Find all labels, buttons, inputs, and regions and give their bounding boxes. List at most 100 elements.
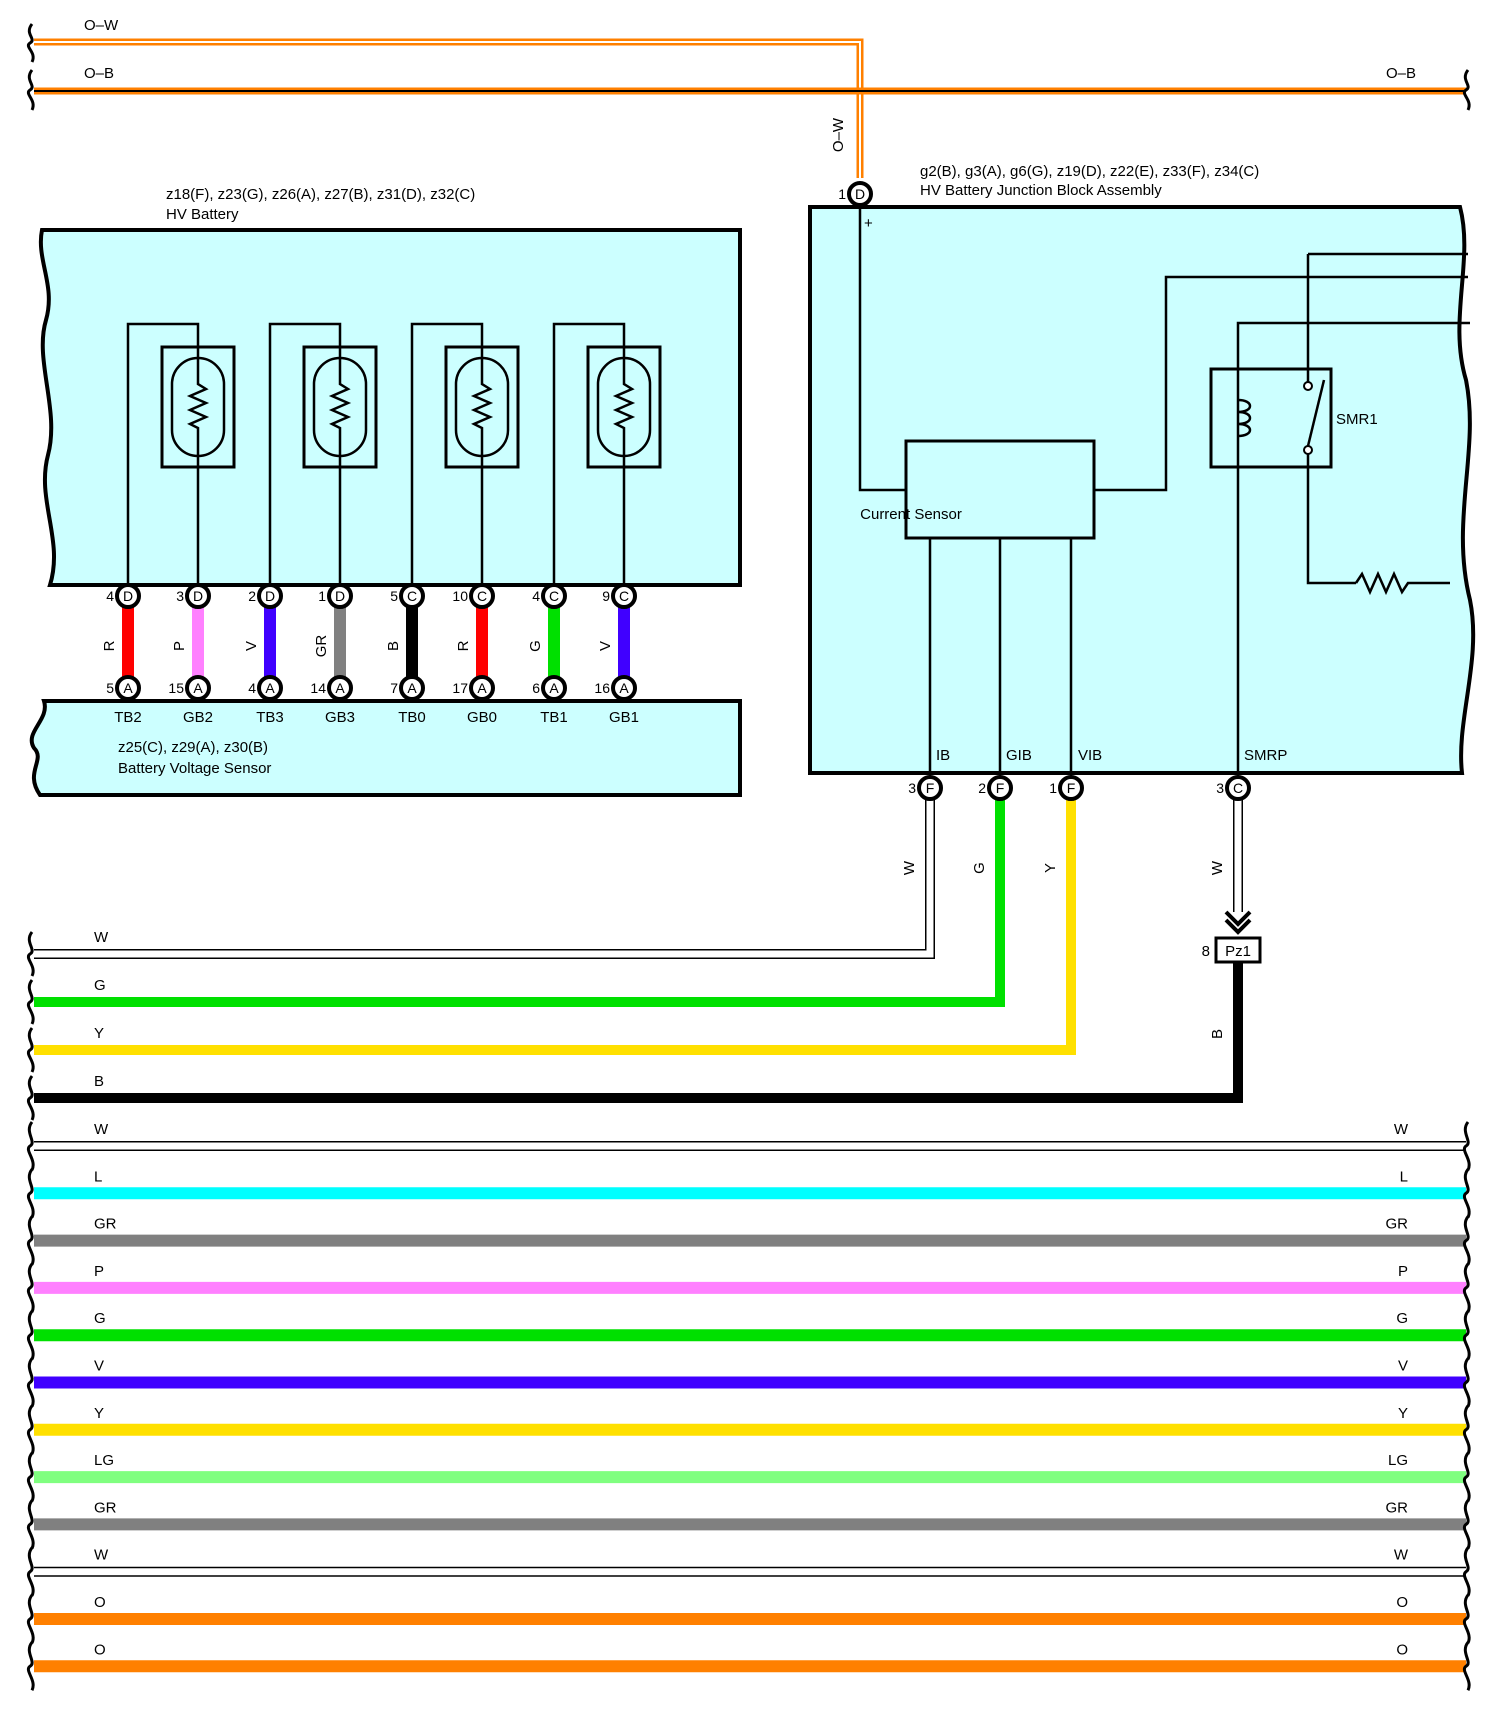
voltage-sensor-terminal: GB1 bbox=[609, 709, 639, 726]
wire-break-left bbox=[26, 1310, 35, 1360]
jb-terminal-label: IB bbox=[936, 747, 950, 764]
jb-output-pin-letter: C bbox=[1233, 780, 1243, 796]
voltage-sensor-pin-number: 4 bbox=[248, 680, 256, 696]
sensor-link-color-code: P bbox=[171, 641, 188, 651]
wire-break-left bbox=[26, 23, 35, 63]
voltage-sensor-pin-letter: A bbox=[265, 680, 275, 696]
hv-battery-pin-number: 4 bbox=[532, 588, 540, 604]
voltage-sensor-pin-ring bbox=[185, 675, 211, 701]
hv-battery-pin-letter: D bbox=[335, 588, 345, 604]
resistor-zigzag-icon bbox=[1354, 570, 1450, 596]
jb-terminal-label: SMRP bbox=[1244, 747, 1287, 764]
bus-wire-y bbox=[34, 800, 1076, 1055]
hv-battery-pin-ring bbox=[185, 583, 211, 609]
hv-battery-pin-ring bbox=[611, 583, 637, 609]
voltage-sensor-terminal: GB3 bbox=[325, 709, 355, 726]
voltage-sensor-pin-number: 17 bbox=[452, 680, 468, 696]
resistor-zigzag-icon bbox=[612, 347, 636, 467]
sensor-link-color-code: G bbox=[527, 640, 544, 652]
jb-bus-line bbox=[1094, 275, 1468, 492]
plus-sign: + bbox=[864, 215, 873, 232]
sensor-link-color-code: R bbox=[101, 640, 118, 651]
hv-battery-pin-number: 1 bbox=[318, 588, 326, 604]
full-wire-label-left: W bbox=[94, 1547, 109, 1564]
full-wire-label-right: W bbox=[1394, 1121, 1409, 1138]
hv-battery-pin-number: 5 bbox=[390, 588, 398, 604]
hv-battery-pin-number: 2 bbox=[248, 588, 256, 604]
wire-break-left bbox=[26, 1262, 35, 1313]
current-sensor-label: Current Sensor bbox=[860, 506, 962, 523]
sensor-link-wires: RD4A5TB2PD3A15GB2VD2A4TB3GRD1A14GB3BC5A7… bbox=[101, 583, 639, 726]
smr1-relay-box bbox=[1209, 367, 1333, 469]
voltage-sensor-terminal: TB1 bbox=[540, 709, 568, 726]
wire-break-right bbox=[1462, 1452, 1471, 1502]
wire-break-left bbox=[26, 1499, 35, 1550]
full-wire-label-right: W bbox=[1394, 1547, 1409, 1564]
voltage-sensor-pin-ring bbox=[399, 675, 425, 701]
full-wire-label-left: G bbox=[94, 1310, 106, 1327]
wire-break-left bbox=[26, 1641, 35, 1691]
wire-break-right bbox=[1462, 1357, 1471, 1408]
full-wire-label-right: O bbox=[1396, 1594, 1408, 1611]
wire-break-right bbox=[1462, 69, 1471, 111]
jb-output-wire-label: W bbox=[1209, 860, 1226, 875]
voltage-sensor-pin-letter: A bbox=[193, 680, 203, 696]
jb-output-pin-letter: F bbox=[996, 780, 1005, 796]
wire-break-left bbox=[26, 1215, 35, 1266]
hv-battery-connector-codes: z18(F), z23(G), z26(A), z27(B), z31(D), … bbox=[166, 186, 475, 203]
jb-output-pin-letter: F bbox=[926, 780, 935, 796]
pz1-number: 8 bbox=[1202, 943, 1210, 960]
jb-input-pin-letter: D bbox=[855, 186, 865, 202]
wire-break-left bbox=[26, 1452, 35, 1502]
bus-wire-g bbox=[34, 800, 1005, 1007]
junction-block-header: g2(B), g3(A), g6(G), z19(D), z22(E), z33… bbox=[920, 163, 1259, 199]
full-wire-label-right: O bbox=[1396, 1641, 1408, 1658]
full-wire-label-left: GR bbox=[94, 1499, 117, 1516]
voltage-sensor-terminal: TB3 bbox=[256, 709, 284, 726]
hv-battery-pin-number: 3 bbox=[176, 588, 184, 604]
bus-wire-w-outline bbox=[34, 800, 935, 959]
jb-output-pin-ring bbox=[987, 775, 1013, 801]
wire-break-right bbox=[1462, 1594, 1471, 1644]
pz1-box bbox=[1214, 936, 1262, 964]
hv-battery-pin-ring bbox=[541, 583, 567, 609]
jb-output-wire-label: W bbox=[901, 860, 918, 875]
thermistor-group bbox=[126, 322, 662, 595]
jb-terminal-label: GIB bbox=[1006, 747, 1032, 764]
sensor-link-color-code: B bbox=[385, 641, 402, 651]
full-wire-label-left: O bbox=[94, 1594, 106, 1611]
top-wire-o-w bbox=[34, 38, 864, 178]
voltage-sensor-pin-letter: A bbox=[619, 680, 629, 696]
hv-battery-pin-ring bbox=[257, 583, 283, 609]
hv-battery-pin-letter: C bbox=[477, 588, 487, 604]
full-wire-label-right: GR bbox=[1386, 1216, 1409, 1233]
hv-battery-pin-ring bbox=[327, 583, 353, 609]
full-wire-label-right: L bbox=[1400, 1168, 1408, 1185]
wire-break-right bbox=[1462, 1168, 1471, 1218]
hv-battery-pin-ring bbox=[115, 583, 141, 609]
junction-block-connector-codes: g2(B), g3(A), g6(G), z19(D), z22(E), z33… bbox=[920, 163, 1259, 180]
wire-break-right bbox=[1462, 1262, 1471, 1313]
hv-battery-pin-number: 9 bbox=[602, 588, 610, 604]
voltage-sensor-pin-number: 5 bbox=[106, 680, 114, 696]
bus-wire-label: W bbox=[94, 929, 109, 946]
wire-break-left bbox=[26, 1075, 35, 1121]
pz1-label: Pz1 bbox=[1225, 943, 1251, 960]
smrp-line bbox=[1236, 321, 1470, 776]
top-wire-o-w-stripe bbox=[34, 41, 861, 178]
hv-battery-pin-ring bbox=[399, 583, 425, 609]
bus-wire-label: G bbox=[94, 977, 106, 994]
bus-wire-label: B bbox=[94, 1073, 104, 1090]
voltage-sensor-pin-number: 7 bbox=[390, 680, 398, 696]
top-wire-label: O–W bbox=[84, 17, 119, 34]
full-wire-label-left: O bbox=[94, 1641, 106, 1658]
jb-output-pin-number: 3 bbox=[908, 780, 916, 796]
hv-battery-pin-ring bbox=[469, 583, 495, 609]
junction-block-internals bbox=[858, 200, 1470, 776]
voltage-sensor-pin-letter: A bbox=[335, 680, 345, 696]
full-wire-label-right: G bbox=[1396, 1310, 1408, 1327]
voltage-sensor-pin-number: 6 bbox=[532, 680, 540, 696]
wire-break-right bbox=[1462, 1499, 1471, 1550]
full-wire-label-left: W bbox=[94, 1121, 109, 1138]
